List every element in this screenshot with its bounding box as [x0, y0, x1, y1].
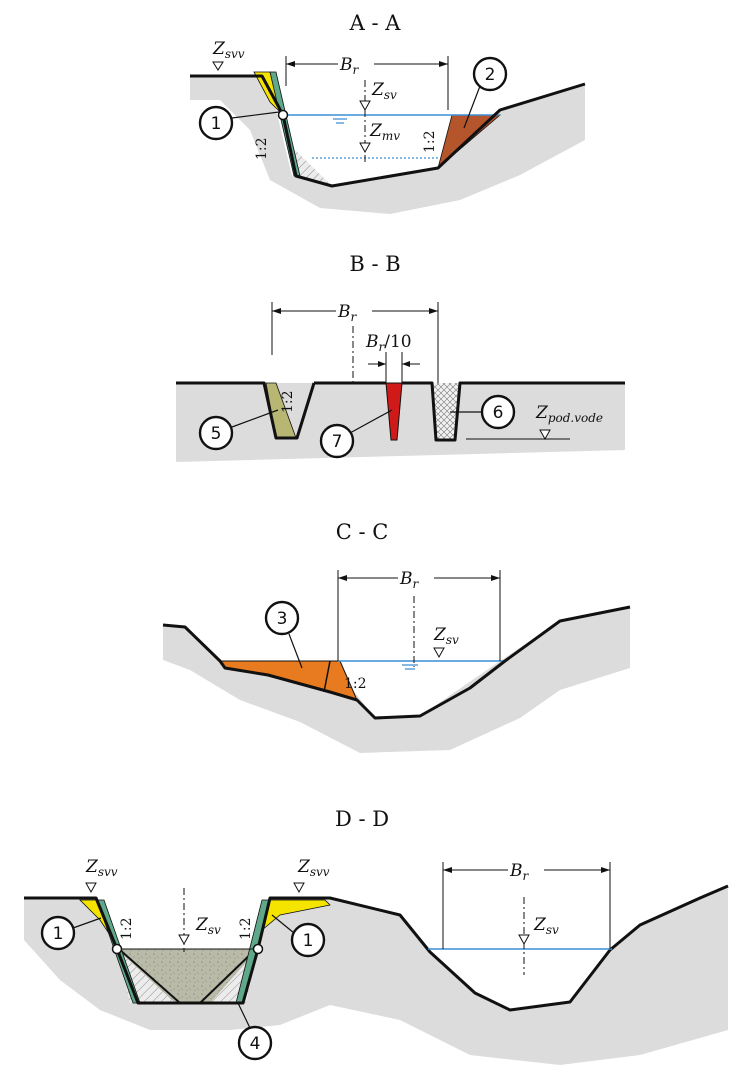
marker-2-a [472, 56, 508, 92]
section-title-a: A - A [349, 11, 402, 35]
ground-b [176, 383, 625, 462]
zsv-label-a: Zsv [371, 80, 397, 102]
channel-bank-d [24, 884, 729, 1012]
zsvv-label-d-right: Zsvv [297, 857, 330, 879]
br-label-b: Br [337, 302, 358, 324]
br-label-c: Br [399, 569, 420, 591]
slope-label-c: 1:2 [344, 676, 367, 692]
slope-label-b: 1:2 [280, 390, 296, 413]
ground-a [190, 76, 585, 214]
slope-label-d-left: 1:2 [119, 917, 135, 940]
section-d-d: D - D Br Zsvv Zsvv Zsv Zs [24, 807, 729, 1065]
section-a-a: A - A Br Zsvv Zsv Zmv 1:2 [190, 11, 586, 214]
svg-text:5: 5 [211, 424, 222, 444]
br-label-a: Br [339, 55, 360, 77]
slope-label-d-right: 1:2 [238, 917, 254, 940]
marker6-cross-fill [432, 383, 460, 440]
zsv-label-c: Zsv [433, 625, 459, 647]
ground-d [24, 886, 728, 1065]
svg-text:1: 1 [211, 114, 222, 134]
zsv-label-d-left: Zsv [195, 915, 221, 937]
svg-text:1: 1 [53, 924, 64, 944]
section-title-c: C - C [336, 520, 389, 544]
marker-6-b [480, 394, 516, 430]
svg-text:7: 7 [332, 432, 343, 452]
marker-4-d [237, 1025, 273, 1061]
svg-text:4: 4 [250, 1034, 261, 1054]
zmv-label-a: Zmv [369, 121, 400, 143]
ground-c [163, 607, 630, 753]
marker-1-d-left [40, 915, 76, 951]
marker-1-d-right [290, 922, 326, 958]
svg-text:6: 6 [493, 403, 504, 423]
zsv-label-d-right: Zsv [533, 915, 559, 937]
zsvv-label-d-left: Zsvv [85, 857, 118, 879]
marker-7-b [319, 423, 355, 459]
zpod-label-b: Zpod.vode [535, 403, 603, 425]
svg-text:1: 1 [303, 931, 314, 951]
channel-bank-a [190, 74, 586, 188]
marker-3-c [264, 600, 300, 636]
marker7-red-fill [385, 382, 403, 441]
section-b-b: B - B Br Br/10 1:2 Zpod.vode [176, 252, 625, 462]
slope-label-a-left: 1:2 [254, 137, 270, 160]
zsvv-label-a: Zsvv [212, 39, 245, 61]
section-title-d: D - D [335, 807, 389, 831]
svg-text:2: 2 [485, 65, 496, 85]
svg-text:3: 3 [277, 609, 288, 629]
br-label-d: Br [509, 861, 530, 883]
slope-label-a-right: 1:2 [422, 130, 438, 153]
br10-label-b: Br/10 [365, 332, 412, 354]
marker-5-b [198, 415, 234, 451]
section-title-b: B - B [349, 252, 400, 276]
marker-1-a [198, 105, 234, 141]
channel-bank-c [162, 605, 631, 720]
section-c-c: C - C Br Zsv 1:2 3 [162, 520, 631, 753]
